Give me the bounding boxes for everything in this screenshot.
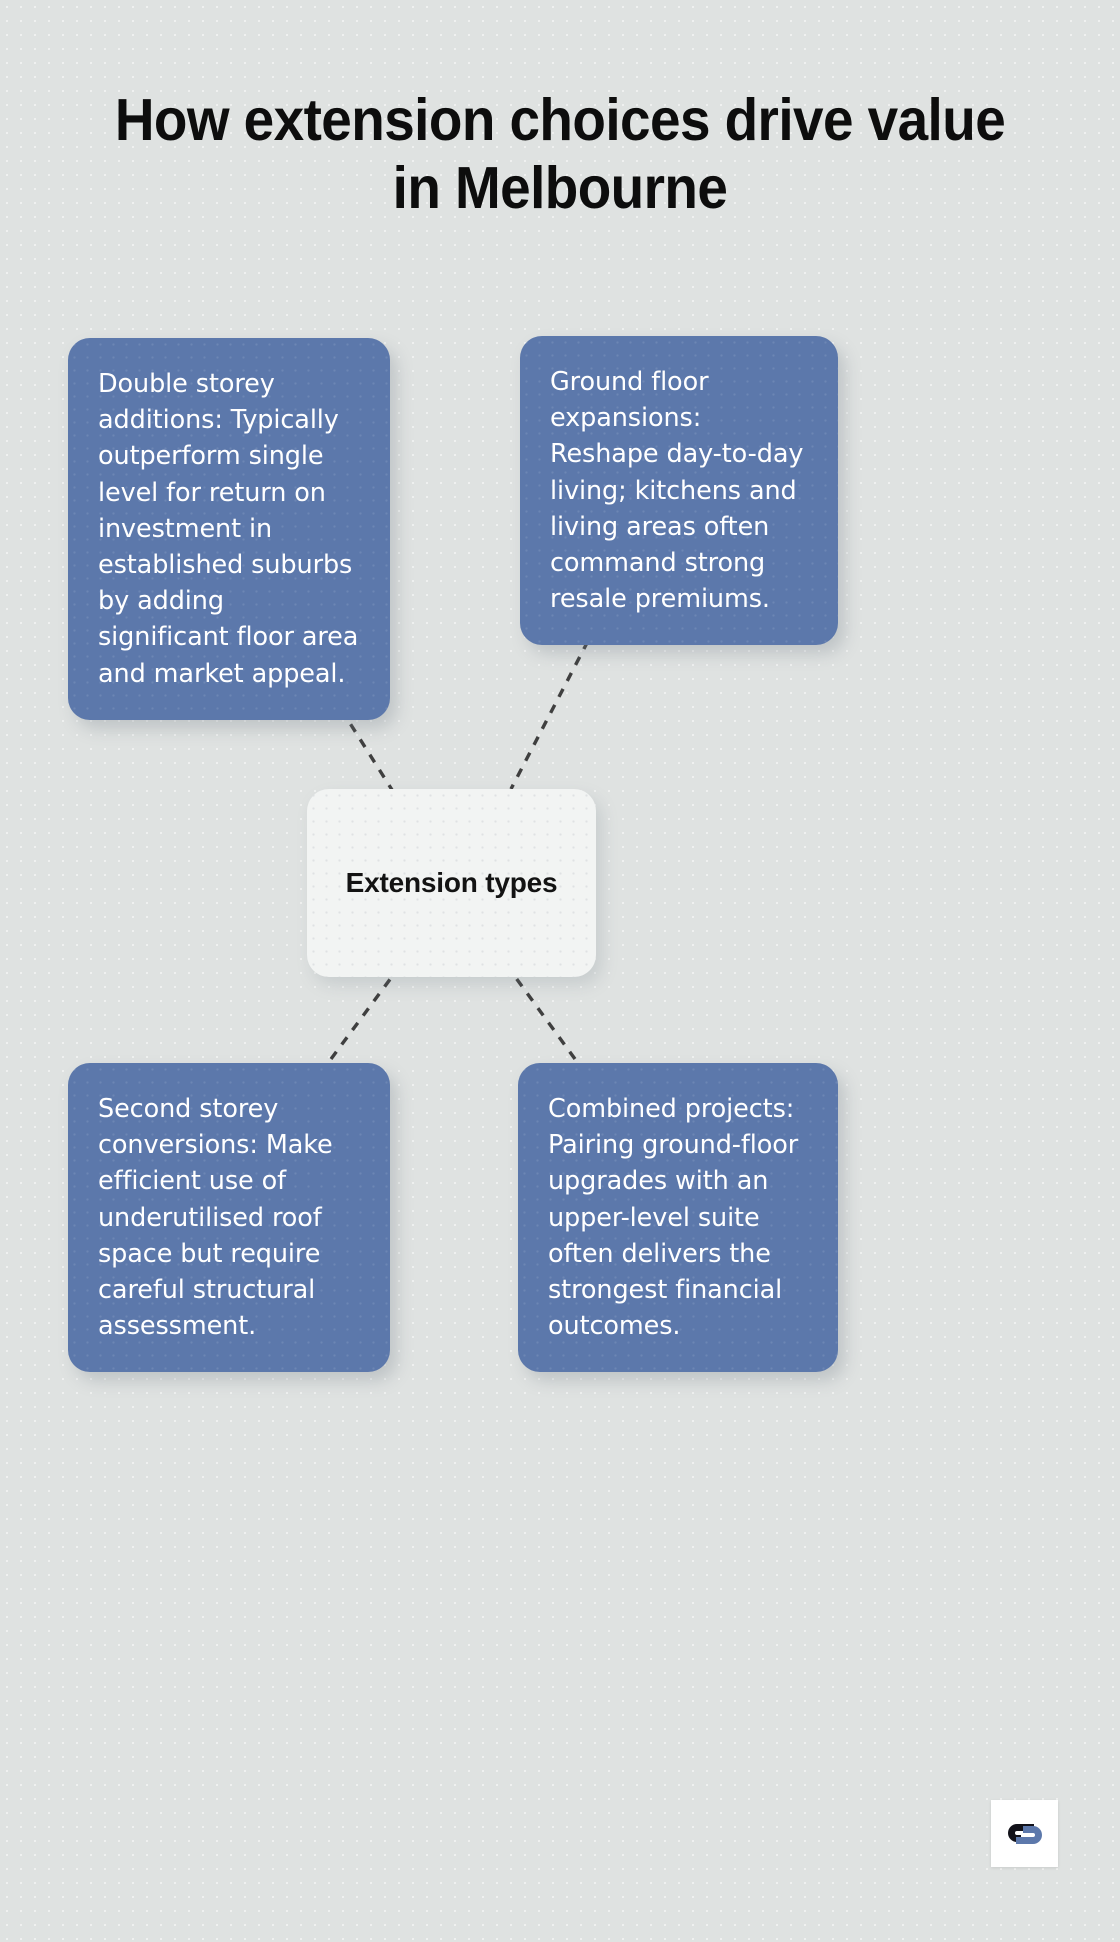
center-node-label: Extension types <box>345 867 558 898</box>
card-top-left: Double storey additions: Typically outpe… <box>68 338 390 720</box>
card-top-right: Ground floor expansions: Reshape day-to-… <box>520 336 838 646</box>
connector-top-right <box>509 640 590 790</box>
connector-bottom-right <box>514 976 577 1061</box>
connector-top-left <box>339 708 396 794</box>
center-node: Extension types <box>307 789 596 977</box>
card-bottom-right: Combined projects: Pairing ground-floor … <box>518 1063 838 1373</box>
connector-bottom-left <box>329 976 393 1061</box>
brand-logo-icon <box>1007 1823 1042 1844</box>
brand-logo <box>991 1800 1058 1867</box>
card-bottom-left: Second storey conversions: Make efficien… <box>68 1063 390 1373</box>
page-title: How extension choices drive value in Mel… <box>114 87 1006 222</box>
